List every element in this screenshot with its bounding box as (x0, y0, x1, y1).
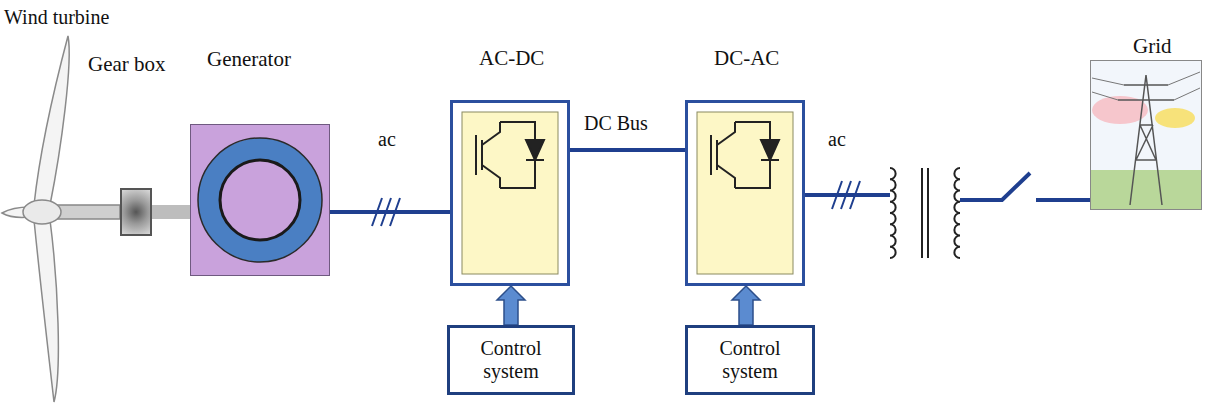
drive-shaft (152, 205, 190, 219)
converter-box: DC-AC (685, 100, 805, 286)
power-line (330, 210, 450, 214)
node-heading: Grid (1133, 34, 1172, 59)
grid-pylon (1090, 60, 1202, 210)
node-heading: AC-DC (479, 46, 544, 71)
ac-line (805, 173, 1090, 200)
converter-box: AC-DC (450, 100, 570, 286)
generator-symbol (190, 124, 330, 276)
line-label: ac (826, 128, 848, 151)
grid-box: Grid (1090, 60, 1202, 210)
control-arrow (497, 286, 525, 325)
wind-turbine (2, 36, 120, 402)
gearbox: Gear box (120, 188, 152, 236)
node-heading: Gear box (88, 52, 166, 77)
node-text: Control system (698, 337, 802, 383)
control-arrow (732, 286, 760, 325)
figure-label: Wind turbine (4, 6, 109, 29)
converter-symbol (450, 100, 805, 286)
node-heading: Generator (207, 47, 291, 72)
control-box: Control system (447, 325, 575, 395)
three-phase-marks (372, 181, 860, 226)
power-line (570, 148, 685, 152)
line-label: DC Bus (582, 112, 650, 135)
node-text: Control system (460, 337, 562, 383)
control-box: Control system (685, 325, 815, 395)
line-label: ac (376, 128, 398, 151)
transformer-coil (890, 168, 896, 258)
transformer-coil (954, 168, 960, 258)
transformer (890, 168, 960, 258)
generator-box: Generator (190, 124, 330, 276)
node-heading: DC-AC (714, 46, 779, 71)
